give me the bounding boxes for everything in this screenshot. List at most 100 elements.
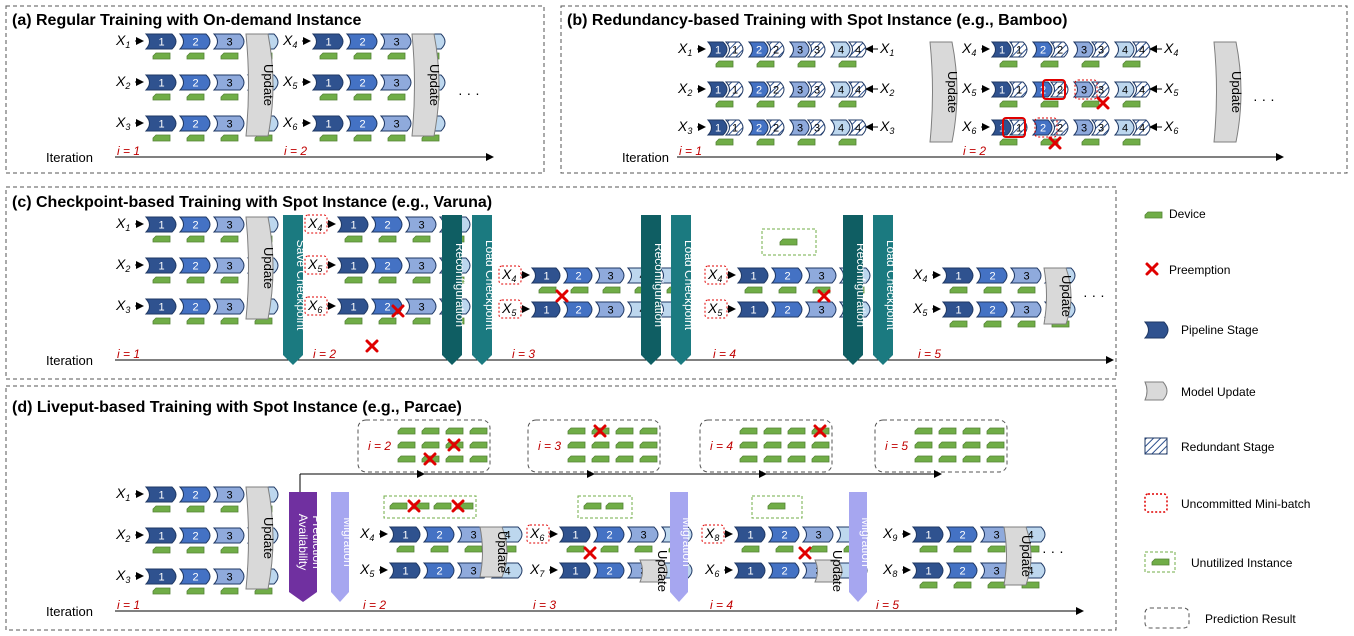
redundant-stage-4-shape: [1131, 119, 1151, 136]
device: [986, 441, 1005, 449]
pipeline-stage-3-shape: [594, 301, 625, 318]
minibatch-label-1: X1: [115, 32, 130, 50]
device: [1081, 100, 1100, 108]
redundant-stage-2-shape: [765, 81, 785, 98]
device: [186, 505, 205, 513]
legend-redundant-stage: Redundant Stage: [1181, 440, 1275, 454]
stage-number: 1: [158, 572, 164, 584]
iteration-index: i = 2: [368, 439, 391, 453]
minibatch-subscript: 4: [511, 274, 516, 284]
uncommitted-minibatch-box: [304, 255, 328, 275]
preemption-icon: [447, 438, 461, 452]
device: [421, 441, 440, 449]
device: [445, 455, 464, 463]
load-checkpoint-bar: Load Checkpoint: [472, 215, 497, 365]
pipeline-stage-1-shape: [558, 562, 591, 579]
redundant-stage-4: 4: [847, 119, 867, 136]
device: [999, 60, 1018, 68]
minibatch-subscript: 6: [292, 122, 297, 132]
pipeline-stage-3: 3: [788, 41, 810, 58]
panel-d-title: (d) Liveput-based Training with Spot Ins…: [12, 399, 462, 416]
minibatch-subscript: 1: [687, 48, 692, 58]
minibatch-subscript: 3: [125, 122, 130, 132]
stage-number: 3: [393, 119, 399, 131]
redundant-stage-1-shape: [1008, 41, 1028, 58]
device: [591, 441, 610, 449]
minibatch-subscript: 6: [317, 305, 322, 315]
iteration-index: i = 1: [117, 347, 140, 361]
stage-number: 1: [158, 220, 164, 232]
unutilized-instance: [577, 495, 633, 519]
redundant-stage-3: 3: [806, 41, 826, 58]
device: [600, 545, 619, 553]
stage-number: 3: [1081, 123, 1087, 135]
stage-number: 3: [418, 261, 424, 273]
stage-number: 3: [993, 530, 999, 542]
pipeline-stage-2-shape: [747, 119, 769, 136]
pipeline-stage-3: 3: [212, 486, 245, 503]
update-shape: [479, 526, 508, 578]
pipeline-stage-1-shape: [144, 216, 177, 233]
device: [739, 455, 758, 463]
device: [763, 427, 782, 435]
pipeline-stage-2: 2: [345, 115, 378, 132]
pipeline-stage-2-shape: [1031, 119, 1053, 136]
load-checkpoint-bar-shape: [671, 215, 691, 365]
device: [962, 455, 981, 463]
pipeline-stage-3-shape: [212, 216, 245, 233]
pipeline-stage-3-shape: [788, 119, 810, 136]
device: [962, 441, 981, 449]
minibatch-label-4: X4: [282, 32, 297, 50]
redundant-stage-1: 1: [1008, 81, 1028, 98]
minibatch-subscript: 3: [889, 126, 894, 136]
pipeline-stage-3-shape: [212, 568, 245, 585]
pipeline-stage-3-shape: [379, 74, 412, 91]
pipeline-stage-2: 2: [747, 119, 769, 136]
device: [739, 441, 758, 449]
stage-number: 3: [226, 37, 232, 49]
pipeline-stage-1-shape: [736, 267, 769, 284]
pipeline-stage-2: 2: [422, 562, 455, 579]
stage-number: 4: [1139, 45, 1145, 57]
pipeline-stage-2-shape: [178, 74, 211, 91]
device: [962, 427, 981, 435]
pipeline-stage-1-shape: [336, 257, 369, 274]
device: [469, 427, 488, 435]
stage-number: 3: [814, 85, 820, 97]
redundant-stage-4: 4: [1131, 119, 1151, 136]
stage-number: 2: [192, 531, 198, 543]
reconfiguration-bar: Reconfiguration: [641, 215, 666, 365]
migration-bar-shape: [670, 492, 688, 602]
pipeline-stage-3-shape: [379, 33, 412, 50]
minibatch-label-4: X4: [961, 40, 976, 58]
pipeline-stage-2-shape: [975, 267, 1008, 284]
iteration-label: Iteration: [622, 150, 669, 165]
pipeline-stage-1: 1: [388, 526, 421, 543]
minibatch-subscript: 8: [714, 533, 719, 543]
stage-number: 1: [1016, 45, 1022, 57]
legend-model-update-swatch: [1144, 381, 1168, 401]
device: [986, 455, 1005, 463]
pipeline-stage-1-shape: [336, 216, 369, 233]
save-checkpoint-bar-shape: [283, 215, 303, 365]
minibatch-label-4: X4: [359, 525, 374, 543]
pipeline-stage-1: 1: [733, 562, 766, 579]
stage-number: 3: [640, 530, 646, 542]
stage-number: 1: [732, 85, 738, 97]
device: [387, 93, 406, 101]
stage-number: 2: [1057, 123, 1063, 135]
pipeline-stage-1: 1: [311, 74, 344, 91]
minibatch-subscript: 2: [124, 81, 130, 91]
pipeline-stage-3-shape: [212, 527, 245, 544]
device: [615, 455, 634, 463]
stage-number: 1: [750, 271, 756, 283]
stage-number: 1: [715, 45, 721, 57]
pipeline-stage-3-shape: [1072, 119, 1094, 136]
device: [615, 441, 634, 449]
redundant-stage-2-shape: [765, 119, 785, 136]
pipeline-stage-3-shape: [404, 298, 437, 315]
pipeline-stage-3: 3: [594, 301, 625, 318]
iteration-label: Iteration: [46, 150, 93, 165]
unutilized-instance: [751, 495, 803, 519]
